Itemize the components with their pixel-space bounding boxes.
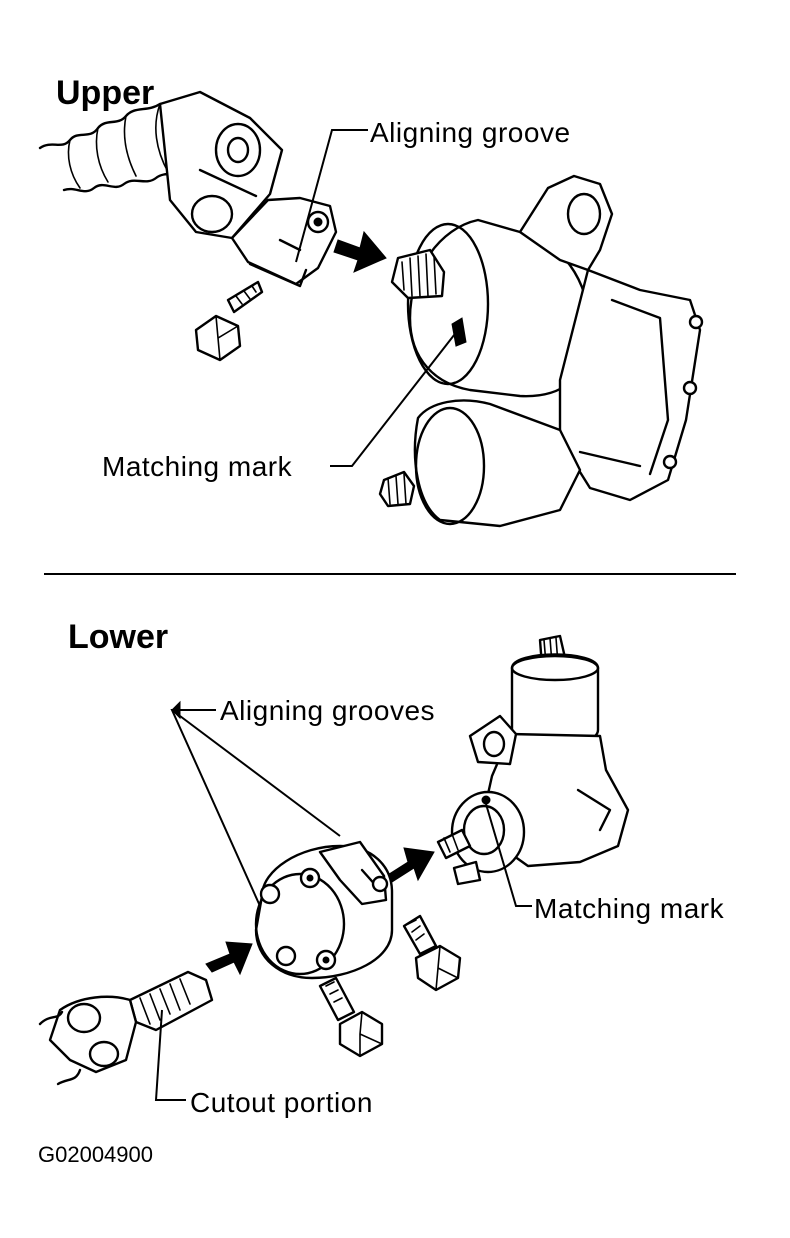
upper-clamp-yoke [230,196,338,288]
upper-steering-shaft-boot [38,90,284,240]
upper-matching-mark-leader [330,329,459,467]
lower-intermediate-shaft [38,970,214,1086]
lower-matching-mark-label: Matching mark [534,893,725,924]
upper-aligning-groove-leader [295,129,368,263]
upper-arrow [333,230,387,273]
upper-aligning-groove-label: Aligning groove [370,117,571,148]
lower-aligning-grooves-label: Aligning grooves [220,695,435,726]
lower-heading: Lower [68,618,168,656]
upper-gear-housing [378,174,704,528]
lower-arrow-left [205,941,253,976]
upper-matching-mark-label: Matching mark [102,451,293,482]
figure-code: G02004900 [38,1142,153,1167]
lower-matching-mark-leader [485,803,532,907]
lower-bolt-left [318,976,384,1058]
lower-cutout-leader [154,1009,186,1101]
lower-gear-housing [436,634,630,886]
lower-bolt-right [402,914,462,992]
upper-heading: Upper [56,74,154,112]
lower-arrow-right [385,847,435,883]
lower-cutout-label: Cutout portion [190,1087,373,1118]
upper-bolt [194,280,264,362]
lower-coupling-disc [254,840,394,980]
